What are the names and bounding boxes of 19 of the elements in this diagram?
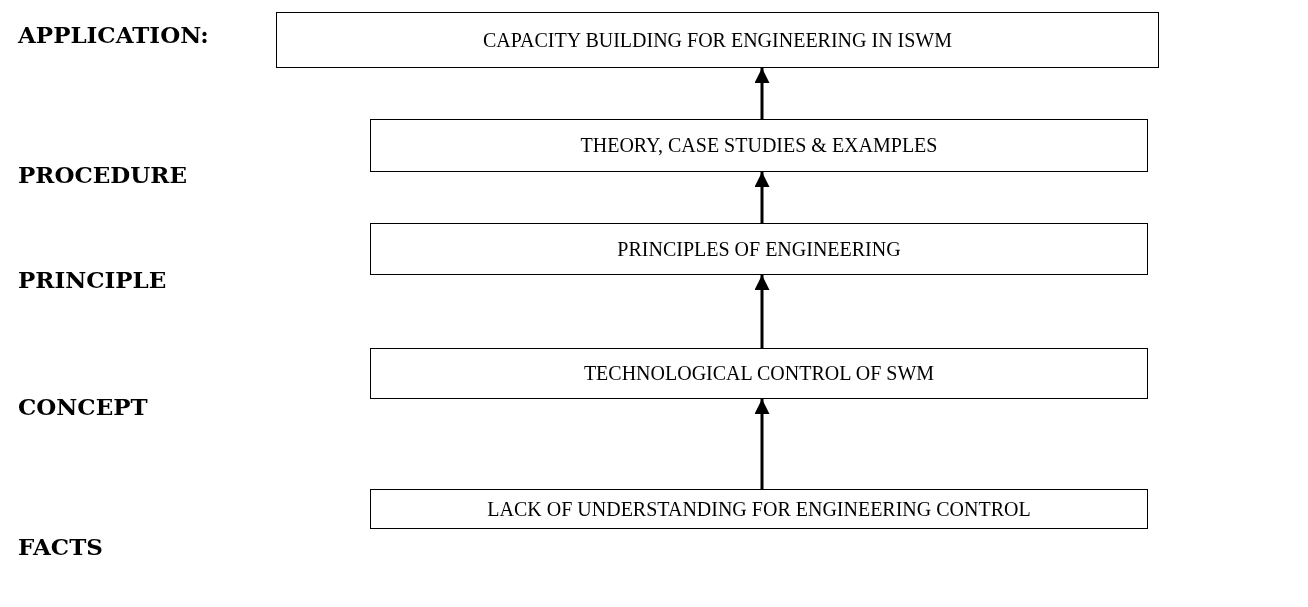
box-text: TECHNOLOGICAL CONTROL OF SWM (583, 361, 935, 386)
process-box (370, 348, 1148, 399)
process-box (276, 12, 1159, 68)
arrow (754, 275, 770, 348)
box-text: LACK OF UNDERSTANDING FOR ENGINEERING CONTROL (487, 496, 1031, 522)
level-label: PRINCIPLE (18, 265, 167, 295)
level-label: CONCEPT (18, 392, 148, 422)
process-box (370, 489, 1148, 529)
box-text: PRINCIPLES OF ENGINEERING (617, 236, 901, 262)
box-text: CAPACITY BUILDING FOR ENGINEERING IN ISWM (482, 27, 953, 53)
arrow (754, 172, 770, 223)
arrow (754, 399, 770, 489)
box-text: THEORY, CASE STUDIES & EXAMPLES (580, 133, 938, 158)
process-box (370, 119, 1148, 172)
level-label: FACTS (18, 532, 103, 562)
process-box (370, 223, 1148, 275)
level-label: APPLICATION: (18, 20, 209, 50)
level-label: PROCEDURE (18, 160, 187, 190)
arrow (754, 68, 770, 119)
